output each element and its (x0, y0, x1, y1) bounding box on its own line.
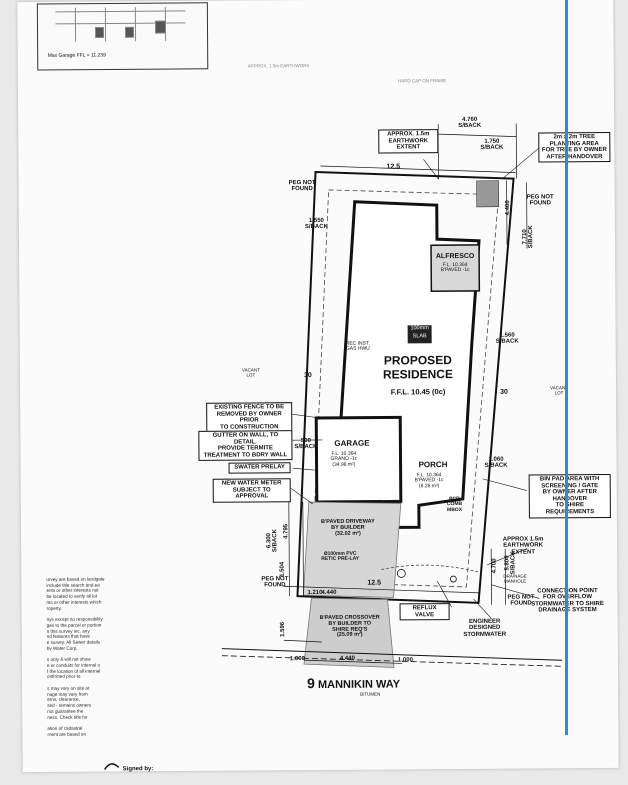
dim-porch-side: 1.060 S/BACK (484, 456, 508, 470)
alfresco-sub: F.L. 10.364 B'PAVED -1c (440, 261, 470, 274)
dim-front-left-c: 1.504 (279, 561, 286, 577)
top-snippet-drawing (36, 2, 209, 71)
dim-front-right-b: 5.800 S/BACK (504, 551, 517, 575)
garage-title: GARAGE (334, 438, 370, 448)
dim-bottom-a: 4.440 (321, 589, 337, 596)
dim-bottom-f: 1.596 (280, 621, 287, 637)
dim-garage-side: 500 S/BACK (294, 438, 318, 451)
residence-ffl: F.F.L. 10.45 (0c) (390, 387, 446, 397)
water-meter-callout: NEW WATER METER SUBJECT TO APPROVAL (212, 478, 291, 503)
garage-sub: F.L. 10.364 GRANO -1c (34.98 m²) (330, 450, 358, 468)
dim-left-side: 1.550 S/BACK (304, 217, 328, 231)
dim-frontage-bottom: 12.5 (367, 579, 382, 587)
signature-mark (104, 763, 120, 770)
road-surface: BITUMEN (360, 691, 381, 697)
dim-bottom-e: 1.210 (307, 589, 323, 597)
meter-label: PCD COMB MBOX (446, 496, 463, 513)
engineer-callout: ENGINEER DESIGNED STORMWATER (463, 618, 507, 638)
crossover-label: B'PAVED CROSSOVER BY BUILDER TO SHIRE RE… (319, 614, 380, 639)
dim-front-left-a: 6.300 S/BACK (266, 529, 279, 553)
peg-top-right: PEG NOT FOUND (526, 194, 554, 207)
dim-top-setback: 4.760 S/BACK (458, 116, 482, 130)
dim-frontage-top: 12.5 (386, 163, 401, 171)
site-plan-drawing (221, 123, 562, 668)
drainage-manhole: DRAINAGE MANHOLE (503, 573, 527, 584)
dim-right-top-a: 4.400 (505, 200, 512, 216)
dim-right-side: 1.560 S/BACK (495, 332, 519, 346)
lot-number: 9 (307, 675, 315, 692)
peg-bottom-left: PEG NOT FOUND (261, 576, 289, 589)
dim-bottom-b: 4.440 (339, 655, 355, 662)
dim-bottom-c: 1.000 (397, 657, 413, 664)
slab-tag: 100mm SLAB (407, 325, 432, 344)
dim-front-left-b: 4.795 (283, 523, 290, 539)
dim-top-small: 1.750 S/BACK (480, 138, 504, 152)
dim-bottom-d: 1.000 (289, 656, 305, 663)
reflux-callout: REFLUX VALVE (399, 603, 450, 621)
peg-top-left: PEG NOT FOUND (288, 180, 316, 193)
earthwork-callout-top: APPROX. 1.5m EARTHWORK EXTENT (378, 129, 439, 154)
porch-sub: F.L. 10.364 B'PAVED -1c (6.26 m²) (414, 472, 444, 489)
survey-notes: urvey are based on landgate include titl… (46, 576, 105, 737)
rec-inst-label: REC INST. GAS HWU (345, 340, 370, 353)
road-label: MANNIKIN WAY (317, 678, 401, 692)
dim-right-top-b: 7.710 S/BACK (522, 225, 535, 249)
bin-pad-callout: BIN PAD AREA WITH SCREENING / GATE BY OW… (528, 473, 611, 519)
swater-callout: SWATER PRELAY (228, 462, 291, 474)
dim-side-a: 30 (303, 372, 312, 380)
dim-side-b: 30 (500, 388, 508, 396)
road-name: 9 MANNIKIN WAY (307, 674, 400, 691)
vacant-lot-left: VACANT LOT (241, 367, 260, 378)
site-plan-sheet: Max Garage FFL = 11.239 APPROX. 1.5m EAR… (17, 0, 619, 773)
alfresco-title: ALFRESCO (435, 252, 475, 261)
porch-title: PORCH (418, 460, 448, 470)
signed-label: Signed by: (122, 766, 154, 773)
driveway-label: B'PAVED DRIVEWAY BY BUILDER (32.02 m²) (320, 518, 375, 537)
dim-front-right-a: 4.700 (491, 558, 498, 574)
pvc-label: Ø100mm PVC RETIC PRE-LAY (321, 550, 360, 563)
fence-callout: EXISTING FENCE TO BE REMOVED BY OWNER PR… (206, 402, 293, 434)
gutter-callout: GUTTER ON WALL, TO DETAIL. PROVIDE TERMI… (198, 430, 293, 462)
selection-guide-line (565, 0, 568, 735)
residence-title: PROPOSED RESIDENCE (382, 353, 453, 382)
peg-bottom-right: PEG NOT FOUND (507, 594, 535, 607)
tree-planting-callout: 2m x 2m TREE PLANTING AREA FOR TREE BY O… (538, 131, 611, 163)
